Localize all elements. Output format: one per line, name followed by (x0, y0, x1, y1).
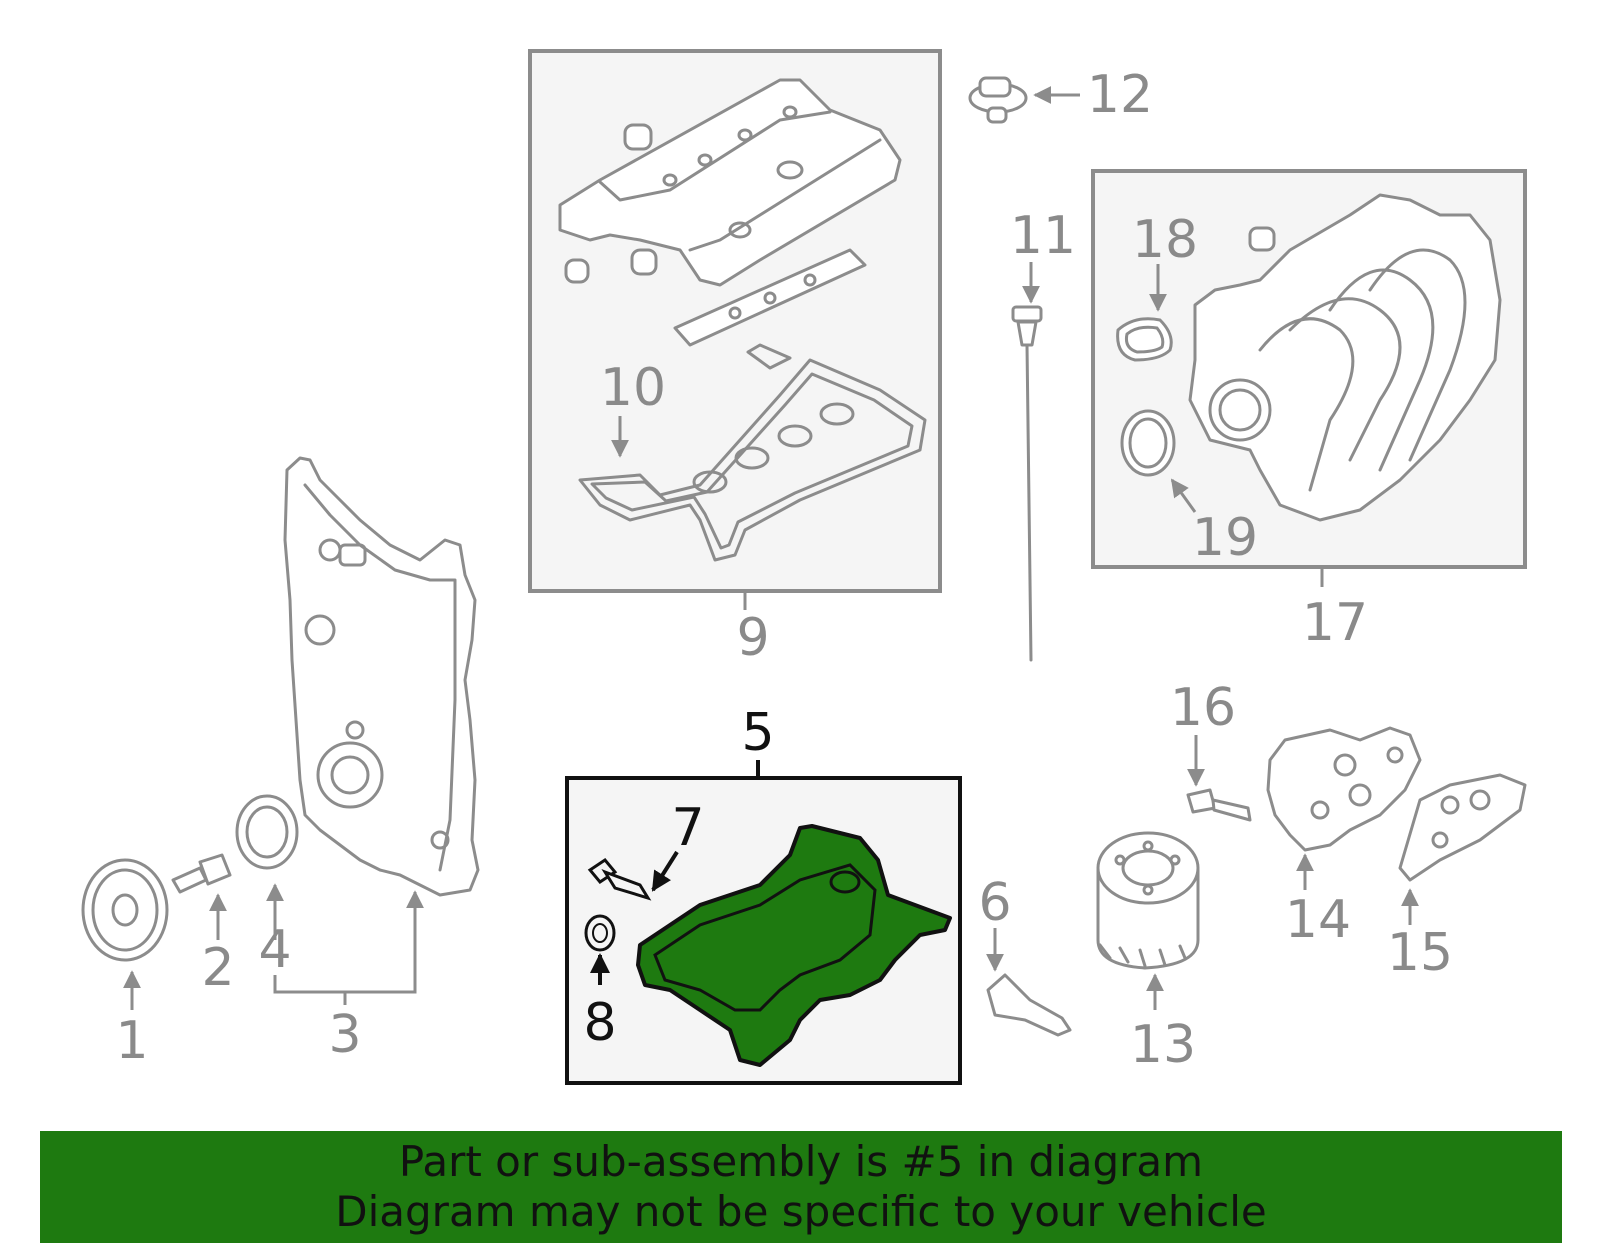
callout-19: 19 (1192, 508, 1258, 568)
front-crank-seal (235, 794, 299, 940)
callout-16: 16 (1170, 678, 1236, 738)
drain-plug-gasket (584, 914, 616, 952)
callout-labels: 1 2 3 4 5 6 7 8 9 10 11 12 13 14 15 16 1… (115, 65, 1453, 1075)
callout-1: 1 (115, 1011, 148, 1071)
oil-filler-cap (968, 76, 1080, 124)
oil-housing-gasket (1398, 773, 1527, 925)
oil-pan-group (565, 760, 962, 1085)
oil-pump-bolt (1186, 735, 1252, 822)
callout-2: 2 (201, 938, 234, 998)
callout-17: 17 (1302, 593, 1368, 653)
spark-plug-gasket (673, 248, 867, 347)
callout-8: 8 (583, 993, 616, 1053)
intake-manifold (1188, 193, 1502, 522)
callout-18: 18 (1132, 210, 1198, 270)
oil-filter (1096, 831, 1200, 1010)
banner-line-2: Diagram may not be specific to your vehi… (335, 1187, 1267, 1236)
callout-9: 9 (736, 608, 769, 668)
callout-4: 4 (258, 920, 291, 980)
callout-3: 3 (328, 1005, 361, 1065)
crank-bolt (171, 853, 232, 940)
callout-11: 11 (1010, 206, 1076, 266)
callout-6: 6 (978, 873, 1011, 933)
intake-manifold-group (1091, 169, 1527, 587)
callout-3-bracket (273, 890, 424, 1005)
valve-cover (558, 78, 902, 287)
callout-5: 5 (741, 703, 774, 763)
oil-level-sensor (986, 928, 1072, 1037)
callout-12: 12 (1087, 65, 1153, 125)
callout-7: 7 (671, 798, 704, 858)
callout-10: 10 (600, 358, 666, 418)
oil-filter-housing (1266, 726, 1422, 890)
callout-13: 13 (1130, 1015, 1196, 1075)
highlight-banner: Part or sub-assembly is #5 in diagram Di… (40, 1131, 1562, 1243)
callout-14: 14 (1285, 890, 1351, 950)
valve-cover-group (528, 49, 942, 610)
grommet (623, 123, 653, 151)
crankshaft-pulley (81, 858, 169, 1010)
drain-plug-bolt (587, 858, 652, 901)
callout-15: 15 (1387, 923, 1453, 983)
banner-line-1: Part or sub-assembly is #5 in diagram (398, 1137, 1204, 1186)
valve-cover-gasket (578, 358, 927, 562)
timing-cover (283, 456, 480, 897)
oil-dipstick (1011, 262, 1043, 662)
